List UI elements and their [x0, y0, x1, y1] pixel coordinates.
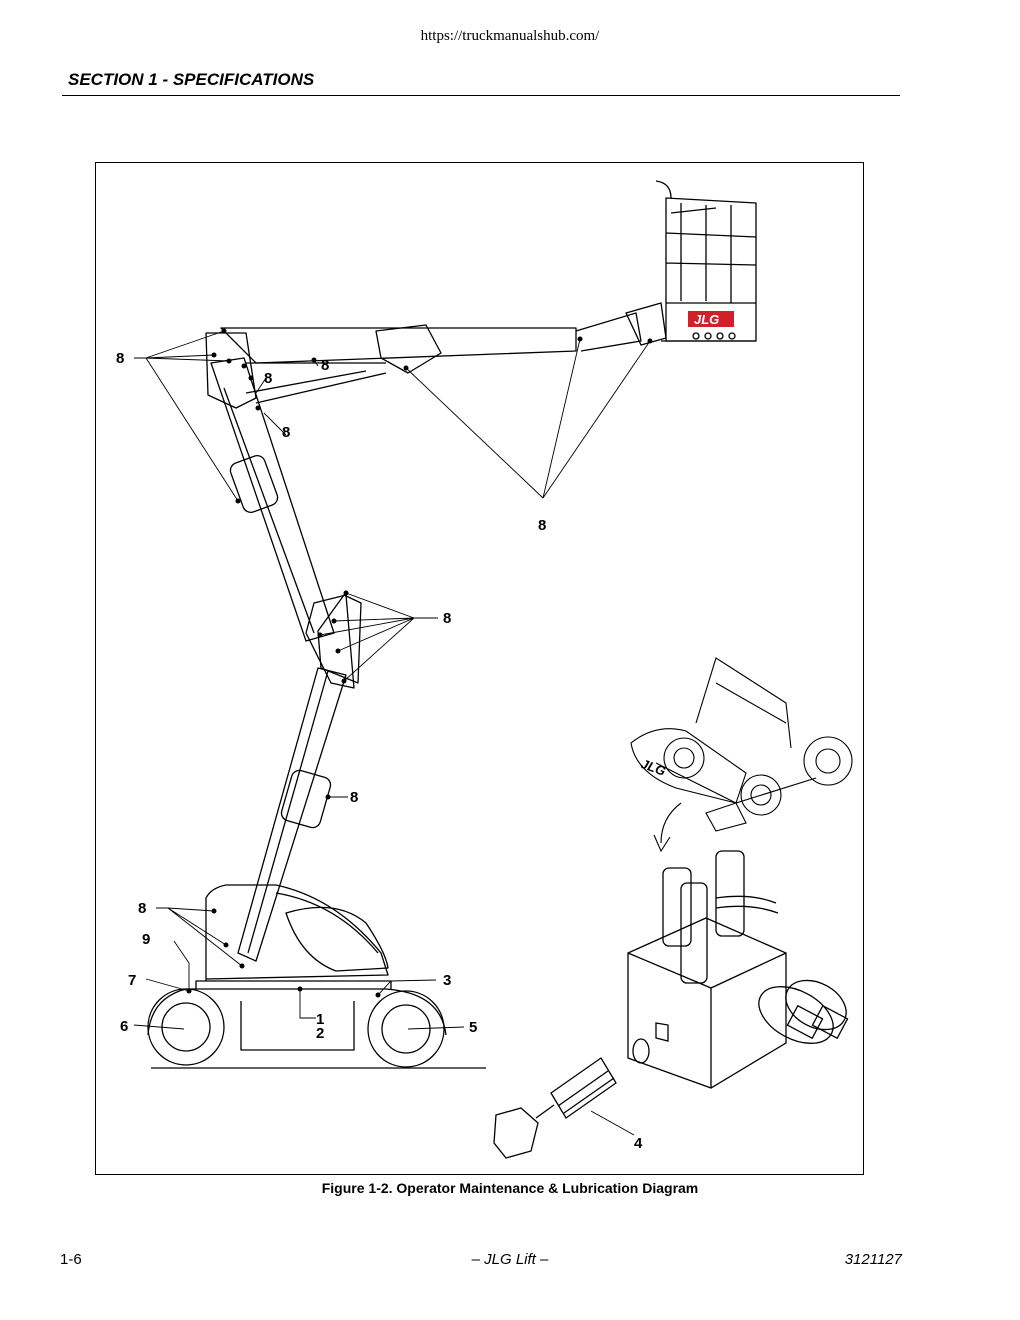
- jib-arm: [220, 327, 577, 364]
- page-number: 1-6: [60, 1251, 82, 1268]
- callout-3: 3: [443, 972, 451, 989]
- platform: [655, 180, 757, 342]
- footer-center-text: – JLG Lift –: [471, 1251, 549, 1268]
- source-url: https://truckmanualshub.com/: [420, 28, 600, 44]
- top-pivot: [205, 332, 257, 409]
- lubrication-diagram: JLG: [116, 180, 853, 1159]
- callout-8-knuckle: 8: [443, 610, 451, 627]
- leader-line-4: [590, 1110, 635, 1136]
- jlg-logo: JLG: [694, 312, 719, 327]
- leader-line-7: [145, 978, 190, 992]
- leader-line-6: [133, 1024, 185, 1030]
- lower-boom: [237, 667, 347, 962]
- callout-8-platform: 8: [538, 517, 546, 534]
- leader-lines-8-knuckle: [319, 592, 438, 682]
- inset-machine-view: [630, 657, 853, 853]
- leader-line-1-2: [299, 989, 316, 1019]
- leader-line-5: [407, 1026, 465, 1030]
- callout-8-jib-a: 8: [321, 357, 329, 374]
- leader-lines-8-platform: [405, 338, 651, 499]
- jib-plate: [375, 324, 442, 374]
- platform-rotator: [625, 302, 667, 346]
- callout-8-base: 8: [138, 900, 146, 917]
- callout-2: 2: [316, 1025, 324, 1042]
- leader-line-3: [377, 979, 437, 996]
- inset-valve-block: [493, 850, 849, 1159]
- callout-7: 7: [128, 972, 136, 989]
- callout-8-lower-boom: 8: [350, 789, 358, 806]
- leader-lines-8-jib: [255, 359, 319, 436]
- callout-1: 1: [316, 1011, 324, 1028]
- inset-jlg-logo: JLG: [639, 756, 668, 779]
- lube-points: [186, 328, 653, 998]
- leader-lines-8-top-left: [134, 330, 239, 502]
- figure-frame: JLG: [95, 162, 864, 1175]
- callout-8-jib-b: 8: [264, 370, 272, 387]
- callout-8-top-left: 8: [116, 350, 124, 367]
- leader-line-9: [173, 940, 190, 989]
- right-wheel: [367, 990, 445, 1068]
- drain-plug: [493, 1107, 539, 1159]
- callout-6: 6: [120, 1018, 128, 1035]
- jlg-logo-plate: [688, 311, 734, 327]
- engine-cover: [285, 906, 389, 972]
- callout-5: 5: [469, 1019, 477, 1036]
- header-rule: [62, 95, 900, 96]
- callout-8-upper-boom: 8: [282, 424, 290, 441]
- callout-9: 9: [142, 931, 150, 948]
- section-title: SECTION 1 - SPECIFICATIONS: [68, 70, 315, 89]
- leader-lines-8-base: [156, 907, 243, 967]
- document-number: 3121127: [844, 1251, 902, 1268]
- knuckle-upper: [305, 594, 355, 689]
- filter-element: [550, 1057, 617, 1119]
- callout-4: 4: [634, 1135, 643, 1152]
- chassis: [147, 980, 447, 1051]
- figure-caption: Figure 1-2. Operator Maintenance & Lubri…: [321, 1180, 699, 1196]
- turntable: [205, 884, 389, 981]
- upper-boom: [210, 357, 335, 642]
